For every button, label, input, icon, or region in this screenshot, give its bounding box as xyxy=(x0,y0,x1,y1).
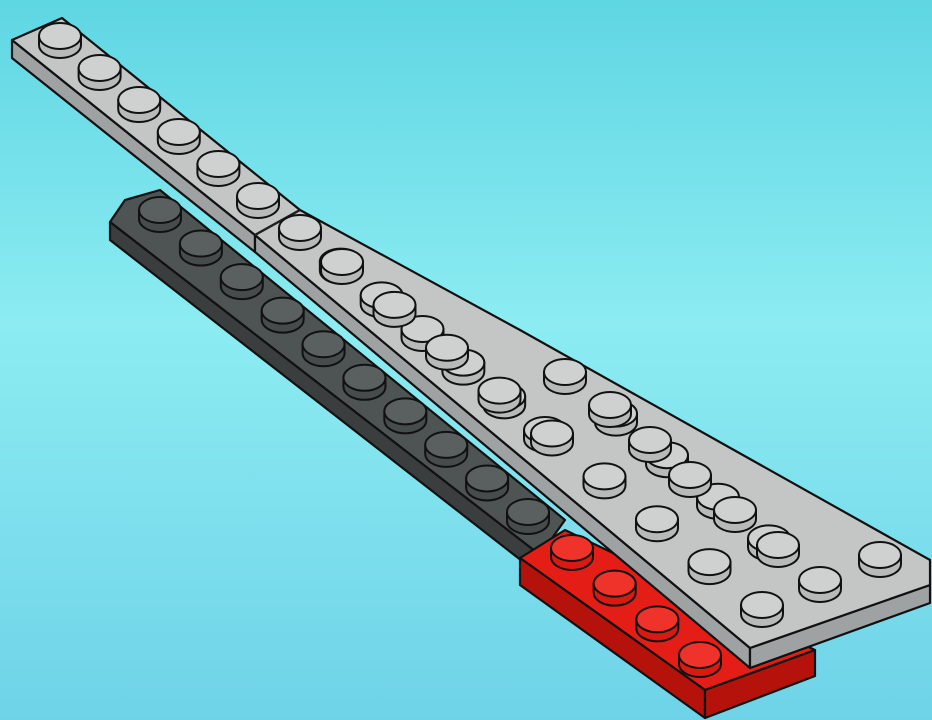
light-gray-stud xyxy=(425,333,469,371)
light-gray-stud xyxy=(320,248,364,285)
light-gray-plate-studs xyxy=(38,22,280,219)
light-gray-assembly xyxy=(10,16,932,670)
dark-gray-stud xyxy=(383,397,428,435)
dark-gray-stud xyxy=(260,296,305,334)
light-gray-stud xyxy=(477,376,522,414)
light-gray-stud xyxy=(543,358,587,395)
red-stud xyxy=(678,641,722,678)
light-gray-stud xyxy=(38,22,82,59)
light-gray-stud xyxy=(372,290,417,328)
light-gray-stud xyxy=(713,496,757,533)
light-gray-stud xyxy=(858,541,902,578)
light-gray-wedge-studs xyxy=(278,214,902,628)
red-plate-studs xyxy=(550,534,722,678)
light-gray-stud xyxy=(236,182,280,219)
light-gray-stud xyxy=(530,419,574,457)
dark-gray-plate-studs xyxy=(138,196,550,535)
light-gray-stud xyxy=(668,461,712,498)
light-gray-stud xyxy=(582,462,627,500)
light-gray-stud xyxy=(77,54,122,91)
dark-gray-stud xyxy=(138,196,182,233)
red-plate-side xyxy=(703,648,817,720)
dark-gray-stud xyxy=(424,430,469,468)
light-gray-stud xyxy=(156,118,201,155)
dark-gray-stud xyxy=(178,229,223,267)
red-stud xyxy=(635,605,680,643)
light-gray-stud xyxy=(628,426,672,463)
dark-gray-stud xyxy=(465,464,510,502)
light-gray-stud xyxy=(588,391,632,428)
light-gray-stud xyxy=(196,150,241,187)
dark-gray-stud xyxy=(506,498,550,535)
dark-gray-plate xyxy=(108,188,567,577)
light-gray-stud xyxy=(798,566,842,603)
light-gray-stud xyxy=(687,548,732,586)
dark-gray-stud xyxy=(301,330,346,368)
light-gray-stud xyxy=(117,86,162,123)
dark-gray-stud xyxy=(342,363,387,401)
light-gray-stud xyxy=(756,531,800,568)
light-gray-stud xyxy=(400,315,445,352)
light-gray-stud xyxy=(740,591,784,628)
red-stud xyxy=(592,569,637,607)
red-stud xyxy=(550,534,594,571)
light-gray-stud xyxy=(278,214,322,251)
light-gray-stud xyxy=(635,505,679,543)
dark-gray-stud xyxy=(219,263,264,301)
plate-seam xyxy=(254,209,301,236)
